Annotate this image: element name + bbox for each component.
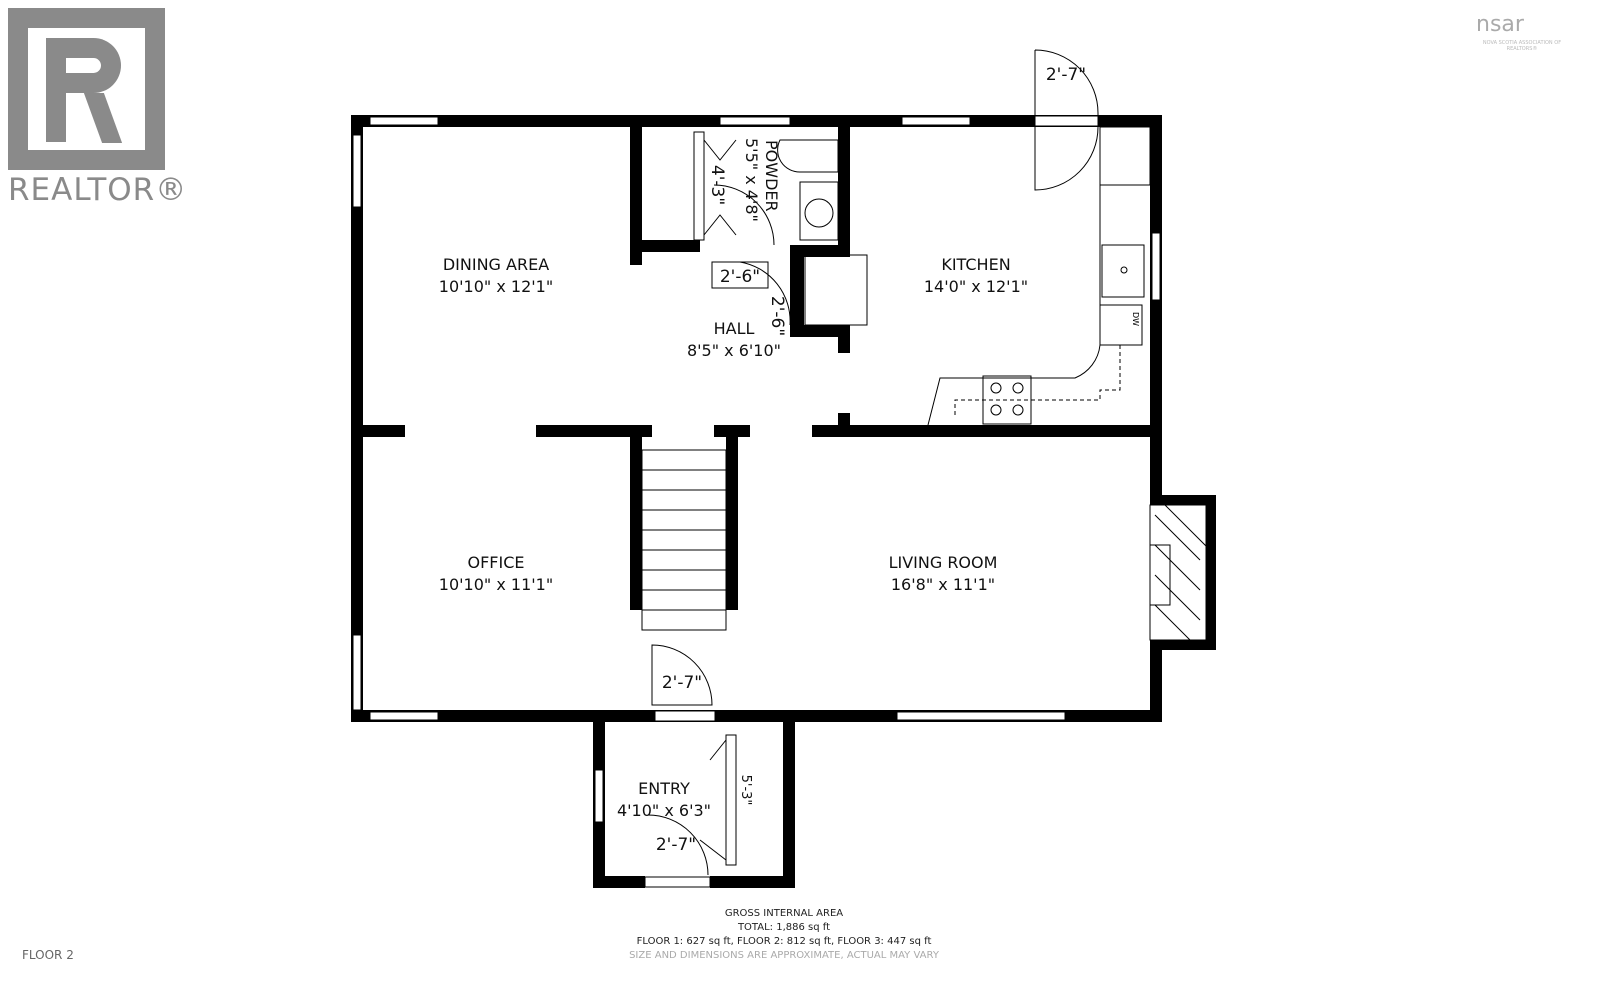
room-name-office: OFFICE xyxy=(468,553,525,572)
door-dim: 5'-3" xyxy=(738,775,753,806)
room-size-powder: 5'5" x 4'8" xyxy=(742,138,761,222)
dishwasher-label: DW xyxy=(1131,312,1140,326)
area-floors: FLOOR 1: 627 sq ft, FLOOR 2: 812 sq ft, … xyxy=(637,936,932,947)
room-size-office: 10'10" x 11'1" xyxy=(439,575,553,594)
room-name-hall: HALL xyxy=(714,319,755,338)
room-name-powder: POWDER xyxy=(762,140,781,212)
room-size-kitchen: 14'0" x 12'1" xyxy=(924,277,1028,296)
realtor-logo-mark xyxy=(8,8,165,170)
door-dim: 2'-7" xyxy=(656,835,696,855)
room-size-living: 16'8" x 11'1" xyxy=(891,575,995,594)
realtor-wordmark: REALTOR® xyxy=(8,172,188,208)
room-labels: DINING AREA 10'10" x 12'1" KITCHEN 14'0"… xyxy=(439,65,1140,855)
room-name-living: LIVING ROOM xyxy=(889,553,998,572)
nsar-logo-subtitle: NOVA SCOTIA ASSOCIATION OF REALTORS® xyxy=(1482,40,1562,52)
room-size-hall: 8'5" x 6'10" xyxy=(687,341,781,360)
area-summary: GROSS INTERNAL AREA TOTAL: 1,886 sq ft F… xyxy=(629,908,940,961)
area-total: TOTAL: 1,886 sq ft xyxy=(737,922,830,933)
door-dim: 2'-6" xyxy=(767,296,787,336)
nsar-logo: nsar xyxy=(1476,12,1524,37)
room-name-kitchen: KITCHEN xyxy=(941,255,1010,274)
door-dim: 2'-6" xyxy=(720,267,760,287)
room-name-entry: ENTRY xyxy=(638,779,690,798)
walls xyxy=(351,115,1216,888)
door-dim: 4'-3" xyxy=(707,165,727,205)
room-size-dining: 10'10" x 12'1" xyxy=(439,277,553,296)
door-dim: 2'-7" xyxy=(662,673,702,693)
room-size-entry: 4'10" x 6'3" xyxy=(617,801,711,820)
door-dim: 2'-7" xyxy=(1046,65,1086,85)
windows xyxy=(352,115,1161,888)
fixtures xyxy=(641,49,1207,876)
area-disclaimer: SIZE AND DIMENSIONS ARE APPROXIMATE, ACT… xyxy=(629,950,940,961)
room-name-dining: DINING AREA xyxy=(443,255,549,274)
floor-label: FLOOR 2 xyxy=(22,948,74,962)
area-title: GROSS INTERNAL AREA xyxy=(725,908,843,919)
